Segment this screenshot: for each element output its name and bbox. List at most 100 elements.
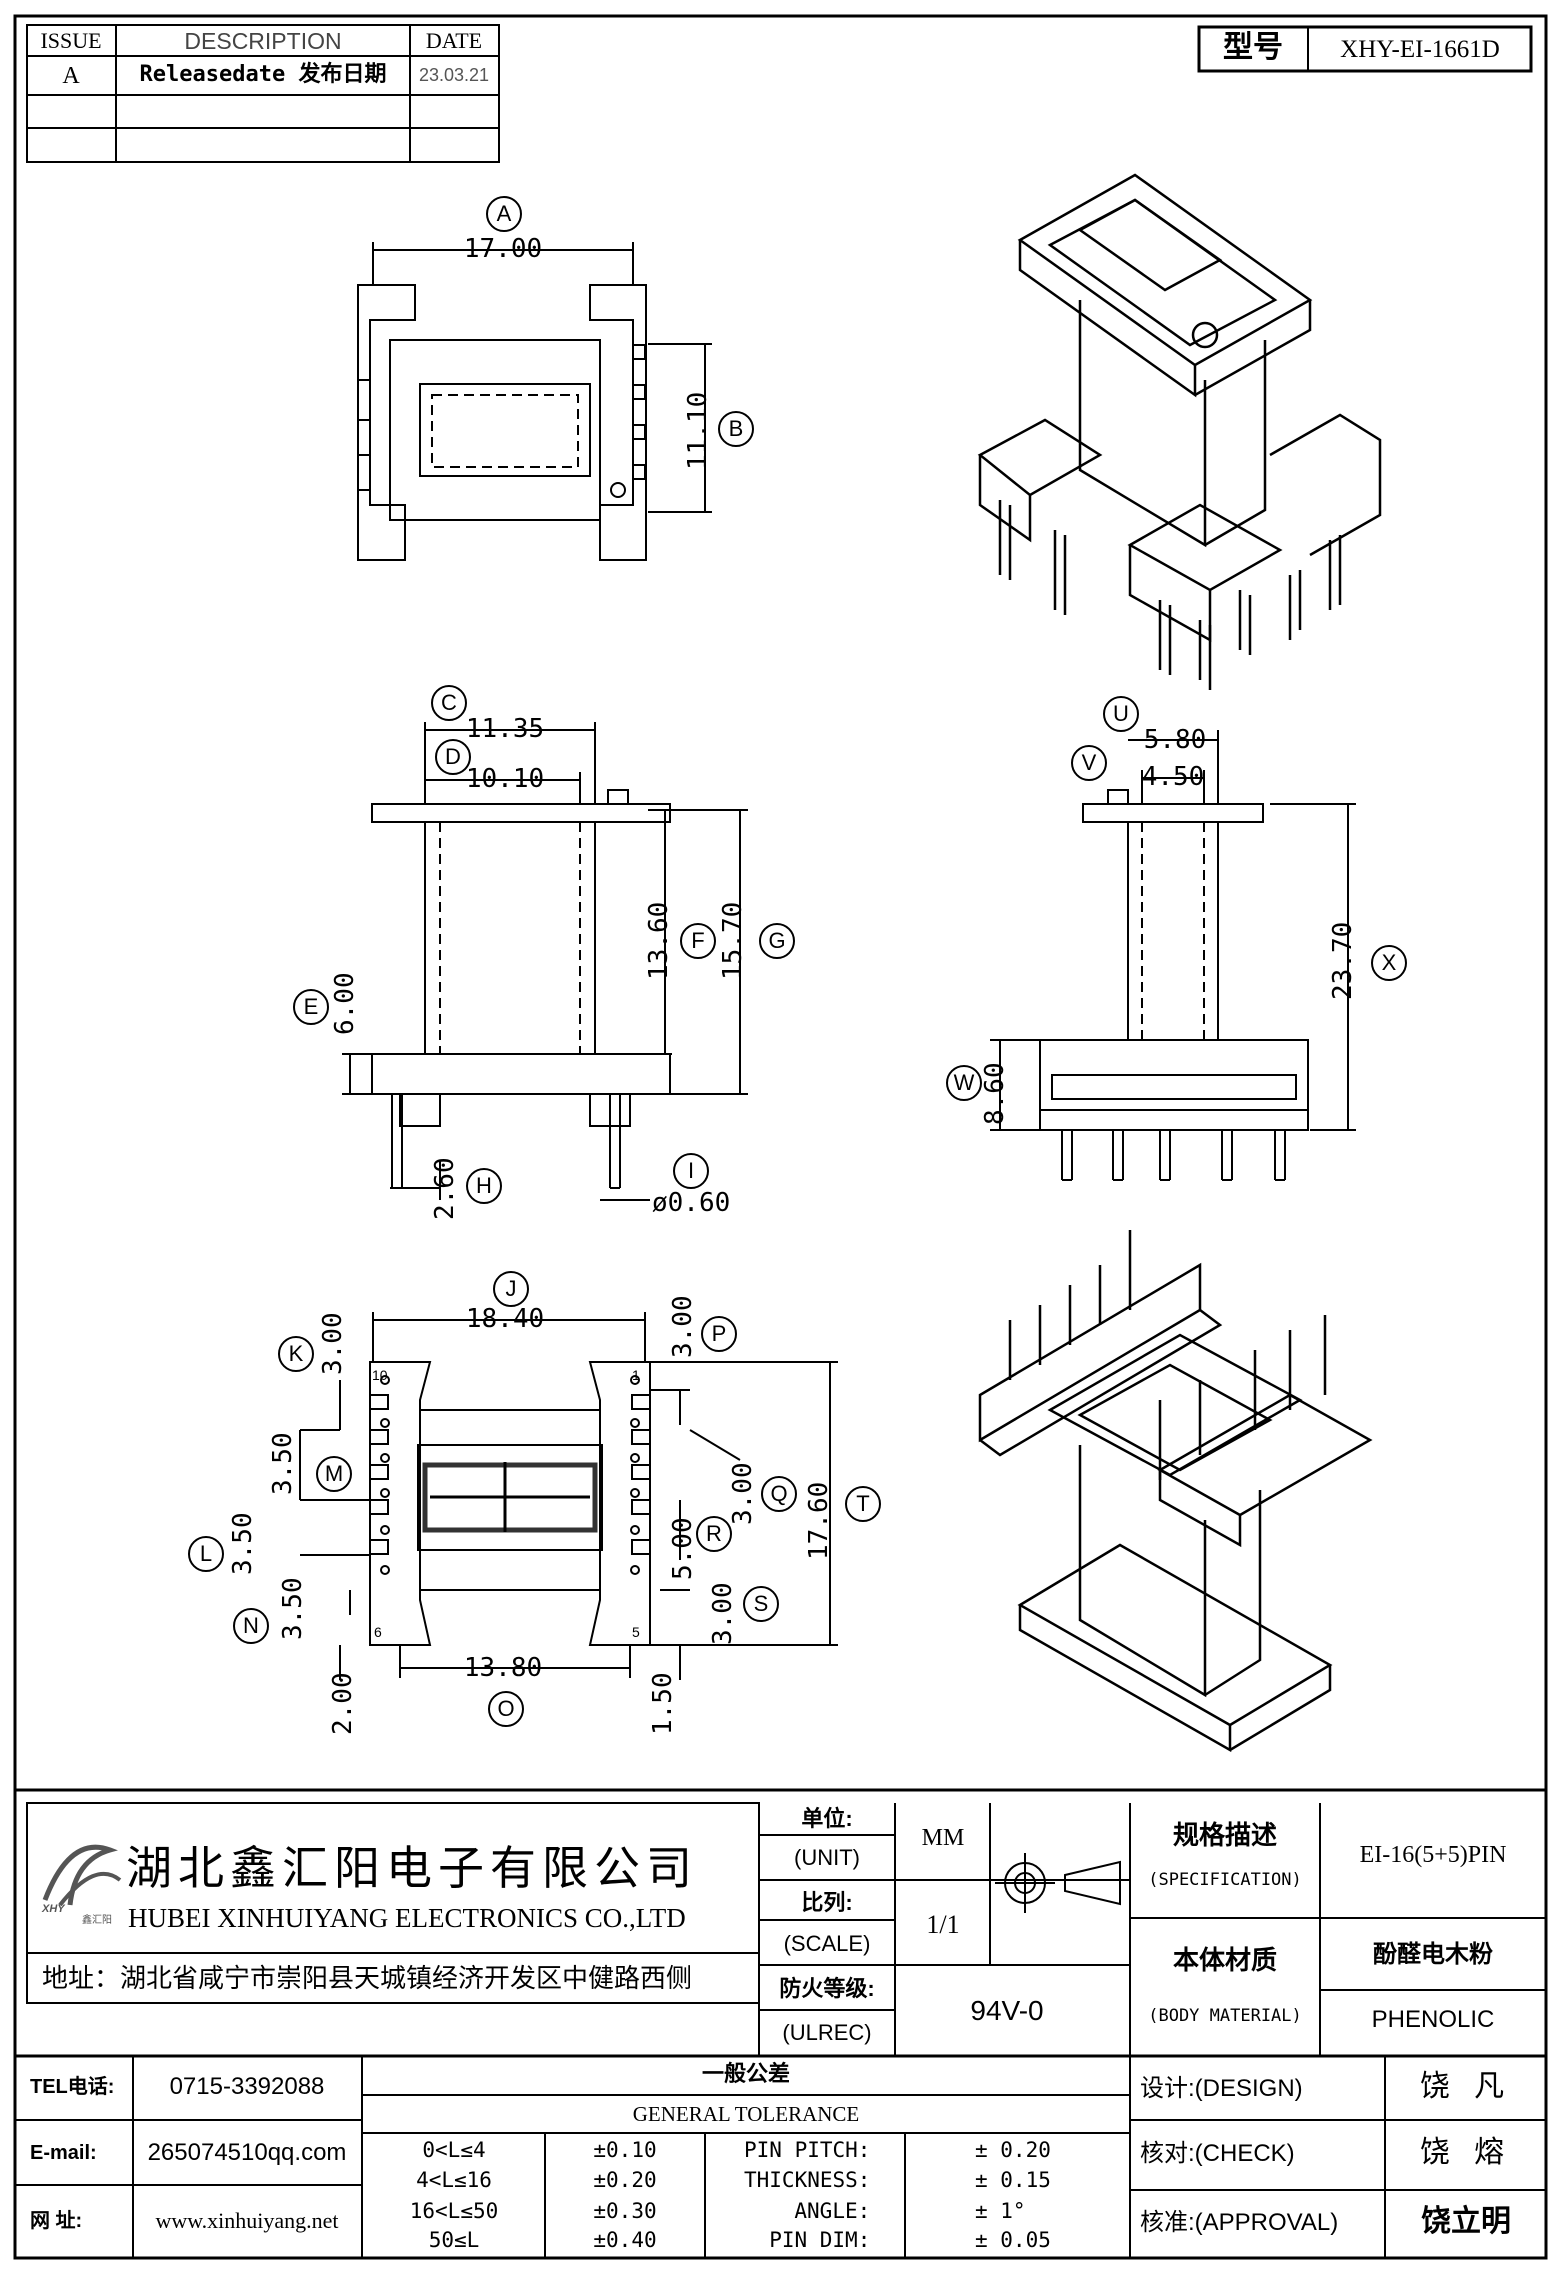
web-label: 网 址: [30,2210,83,2232]
dim-M: 3.50 [268,1432,298,1495]
tol-range-value: ±0.40 [593,2228,657,2252]
tol-other-label: THICKNESS: [744,2168,871,2192]
callout-G: G [759,923,795,959]
callout-K: K [278,1336,314,1372]
side-view [990,730,1356,1181]
dim-R: 5.00 [668,1517,698,1580]
dim-I: ø0.60 [652,1188,731,1218]
approval-label: 核准:(APPROVAL) [1140,2209,1339,2236]
pin-number-6: 6 [374,1624,382,1640]
tol-range: 50≤L [428,2228,480,2252]
check-name: 饶 熔 [1419,2136,1513,2169]
model-box [1197,25,1533,73]
projection-symbol-icon [995,1853,1121,1913]
callout-D: D [435,739,471,775]
rev-description: Releasedate 发布日期 [139,62,387,87]
bottom-view [299,1312,838,1680]
tol-range-value: ±0.30 [593,2199,657,2223]
unit-label-en: (UNIT) [794,1845,860,1870]
spec-label: 规格描述 [1172,1820,1278,1850]
dim-T: 17.60 [804,1481,834,1560]
design-label: 设计:(DESIGN) [1140,2075,1303,2102]
dim-O: 13.80 [463,1653,543,1683]
callout-U: U [1103,696,1139,732]
pin-number-1: 1 [632,1367,640,1383]
dim-W: 8.60 [980,1062,1010,1125]
tolerance-title-cn: 一般公差 [701,2061,791,2086]
tol-other-value: ± 1° [975,2199,1026,2223]
front-view [342,722,748,1201]
dim-G: 15.70 [718,901,748,980]
scale-value: 1/1 [926,1910,960,1939]
rev-issue: A [62,63,80,89]
revision-table [26,24,500,163]
callout-N: N [233,1608,269,1644]
rev-header-description: DESCRIPTION [184,28,342,54]
dim-X: 23.70 [1328,921,1358,1000]
approval-name: 饶立明 [1421,2205,1511,2238]
email-label: E-mail: [30,2142,97,2164]
callout-I: I [673,1153,709,1189]
callout-H: H [466,1168,502,1204]
ulrec-value: 94V-0 [970,1995,1044,2026]
model-value: XHY-EI-1661D [1340,36,1500,63]
tol-range-value: ±0.10 [593,2138,657,2162]
callout-P: P [701,1316,737,1352]
rev-header-date: DATE [425,28,483,53]
scale-label-en: (SCALE) [783,1931,871,1956]
company-name-en: HUBEI XINHUIYANG ELECTRONICS CO.,LTD [128,1903,686,1933]
callout-S: S [743,1586,779,1622]
logo-text: XHY [42,1903,65,1915]
callout-O: O [488,1691,524,1727]
tol-range: 4<L≤16 [416,2168,492,2192]
rev-date: 23.03.21 [418,65,490,85]
dim-P: 3.00 [668,1295,698,1358]
tol-other-value: ± 0.15 [975,2168,1051,2192]
rev-header-issue: ISSUE [40,28,102,53]
pin-number-10: 10 [372,1367,388,1383]
company-address: 地址：湖北省咸宁市崇阳县天城镇经济开发区中健路西侧 [42,1963,693,1993]
callout-M: M [316,1456,352,1492]
callout-E: E [293,989,329,1025]
ulrec-label: 防火等级: [779,1976,875,2001]
design-name: 饶 凡 [1419,2070,1513,2103]
tol-range: 16<L≤50 [409,2199,499,2223]
spec-value: EI-16(5+5)PIN [1359,1842,1507,1868]
scale-label: 比列: [801,1890,853,1915]
tol-other-label: ANGLE: [794,2199,871,2223]
callout-T: T [845,1486,881,1522]
dim-L: 3.50 [228,1512,258,1575]
callout-V: V [1071,745,1107,781]
sheet-border [13,14,1548,2260]
dim-F: 13.60 [644,901,674,980]
callout-F: F [680,923,716,959]
material-value-en: PHENOLIC [1371,2006,1495,2033]
dim-E: 6.00 [330,972,360,1035]
dim-V: 4.50 [1141,762,1205,792]
dim-H: 2.60 [430,1157,460,1220]
dim-S: 3.00 [708,1582,738,1645]
callout-R: R [696,1516,732,1552]
model-label: 型号 [1223,31,1283,64]
dim-N: 3.50 [278,1577,308,1640]
pin-number-5: 5 [632,1624,640,1640]
dim-A: 17.00 [463,234,543,264]
dim-O2: 1.50 [648,1672,678,1735]
dim-K: 3.00 [318,1312,348,1375]
material-value-cn: 酚醛电木粉 [1373,1941,1493,1968]
company-name-cn: 湖北鑫汇阳电子有限公司 [126,1842,698,1894]
dim-D: 10.10 [465,764,545,794]
top-view [357,242,712,561]
material-label-en: (BODY MATERIAL) [1148,2006,1302,2026]
tol-other-label: PIN PITCH: [744,2138,871,2162]
callout-A: A [486,196,522,232]
ulrec-label-en: (ULREC) [782,2020,872,2045]
dim-J: 18.40 [465,1304,545,1334]
web-value: www.xinhuiyang.net [155,2208,339,2233]
email-value: 265074510qq.com [147,2139,347,2166]
tol-range: 0<L≤4 [422,2138,486,2162]
spec-label-en: (SPECIFICATION) [1148,1870,1302,1890]
callout-L: L [188,1536,224,1572]
